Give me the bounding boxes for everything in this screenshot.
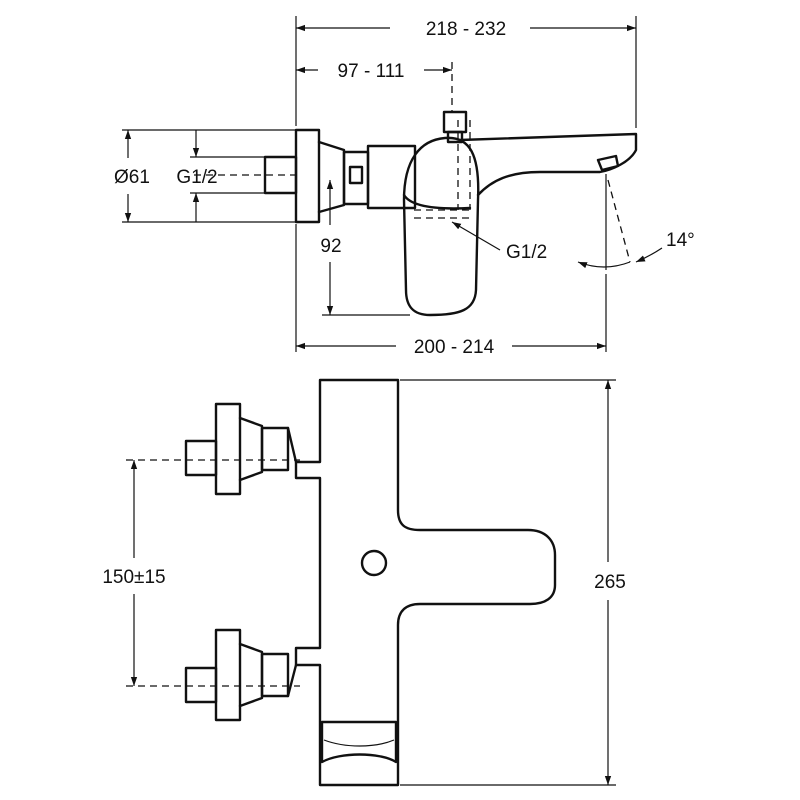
side-nut xyxy=(342,150,370,206)
lower-inlet-stub xyxy=(184,666,218,704)
top-body xyxy=(294,378,557,787)
wall-rosette xyxy=(294,128,321,224)
dim-handle-drop: 92 xyxy=(320,236,341,257)
diverter-knob xyxy=(442,110,468,134)
lower-rosette xyxy=(214,628,242,722)
side-dimensions: 218 - 232 97 - 111 Ø61 G1/2 92 G1/2 14° xyxy=(114,16,695,358)
handle-lever xyxy=(402,136,480,317)
dim-inlet-thread: G1/2 xyxy=(176,167,217,188)
dim-to-spout: 97 - 111 xyxy=(338,61,405,82)
upper-inlet-stub xyxy=(184,439,218,477)
dim-outlet-thread: G1/2 xyxy=(506,242,547,263)
top-view xyxy=(184,378,557,787)
bottom-cap xyxy=(320,720,398,764)
dim-body-height: 265 xyxy=(594,572,626,593)
side-small-nut xyxy=(348,165,364,185)
dim-spout-angle: 14° xyxy=(666,230,695,251)
dim-overall-length: 218 - 232 xyxy=(426,19,506,40)
hidden-outlet xyxy=(414,209,470,219)
upper-rosette xyxy=(214,402,242,496)
side-connector xyxy=(317,140,346,214)
lower-nut xyxy=(260,652,290,698)
spout-aerator xyxy=(596,154,620,172)
lower-connector xyxy=(238,642,264,708)
dim-rosette-diameter: Ø61 xyxy=(114,167,150,188)
side-body xyxy=(366,144,417,210)
upper-connector xyxy=(238,416,264,482)
dim-inlet-spacing: 150±15 xyxy=(102,567,165,588)
handle-inner xyxy=(402,193,472,210)
side-view xyxy=(194,110,638,317)
side-spout xyxy=(458,132,638,197)
top-dimensions: 150±15 265 xyxy=(102,379,626,786)
diverter-hole xyxy=(360,549,388,577)
upper-nut xyxy=(260,426,290,472)
bottom-cap-inner xyxy=(323,739,395,747)
dim-projection: 200 - 214 xyxy=(414,337,495,358)
